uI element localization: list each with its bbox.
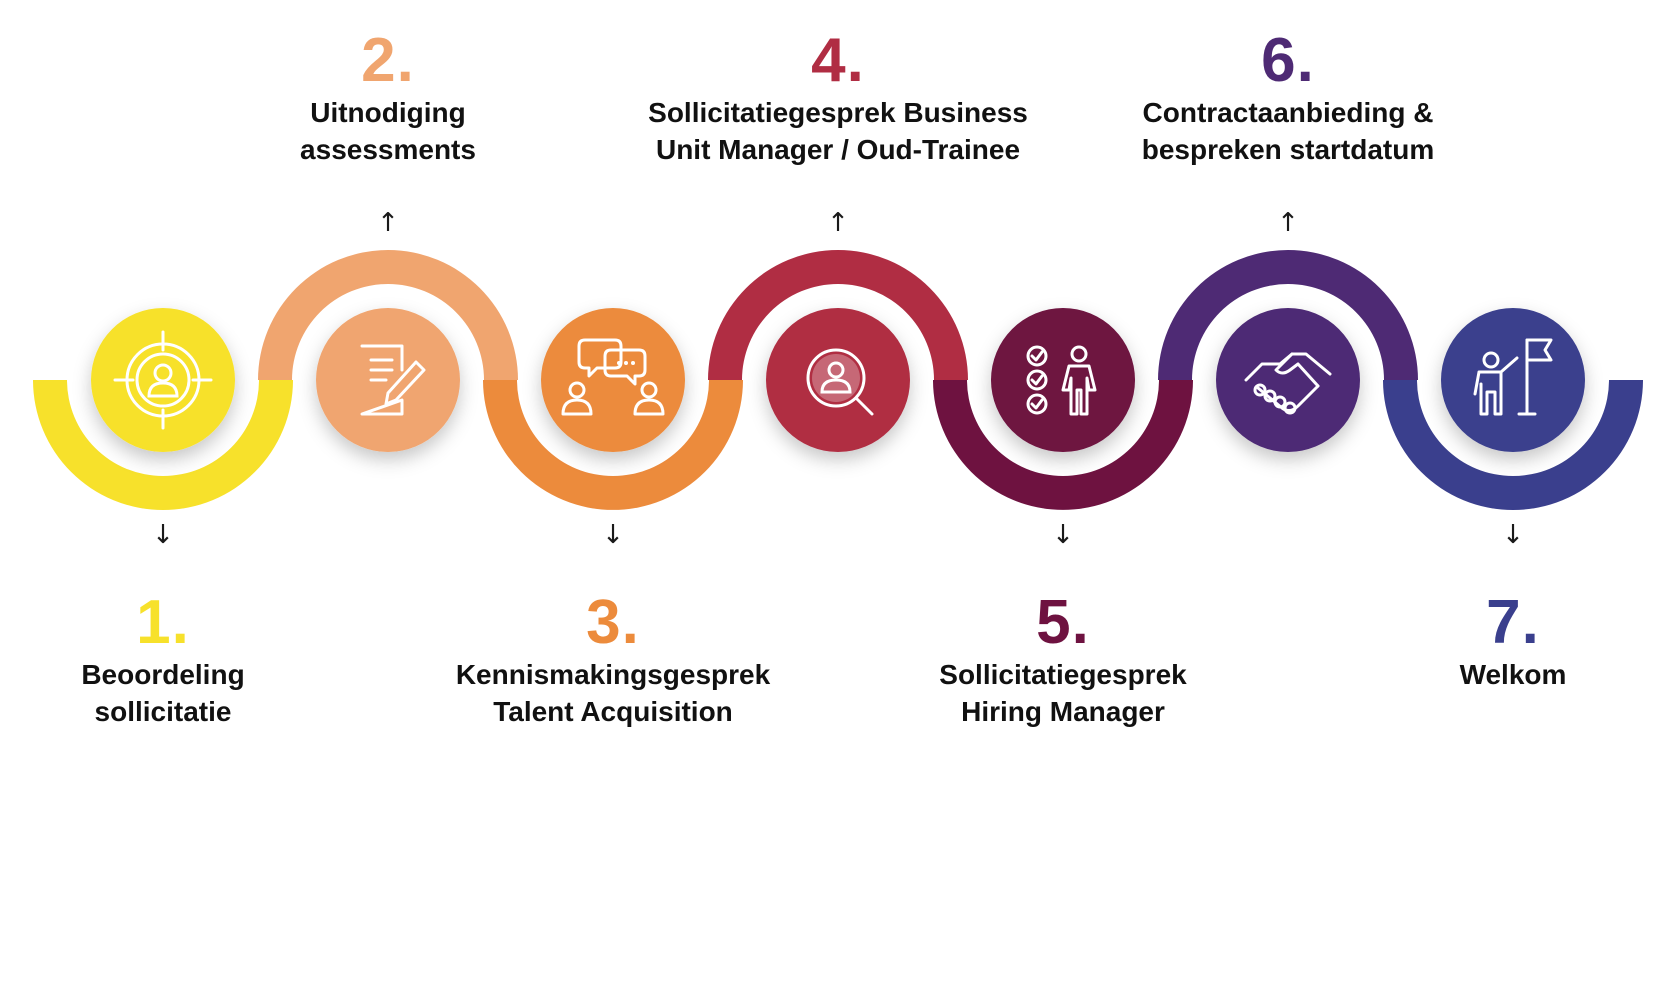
step-title: Contractaanbieding & bespreken startdatu… bbox=[1141, 97, 1435, 165]
step-6-label: 6.Contractaanbieding & bespreken startda… bbox=[1078, 28, 1498, 168]
magnifier-person-icon bbox=[806, 348, 874, 416]
step-circle-7 bbox=[1441, 308, 1585, 452]
step-number: 4. bbox=[811, 26, 865, 95]
step-circle-2 bbox=[316, 308, 460, 452]
arrow-up: ↑ bbox=[827, 208, 849, 238]
wave-segment-step-1 bbox=[33, 380, 293, 510]
arrow-down: ↓ bbox=[1502, 520, 1524, 550]
step-4-label: 4.Sollicitatiegesprek Business Unit Mana… bbox=[628, 28, 1048, 168]
arrow-down: ↓ bbox=[602, 520, 624, 550]
wave-segment-step-7 bbox=[1383, 380, 1643, 510]
wave-segment-step-6 bbox=[1158, 250, 1418, 380]
step-title: Uitnodiging assessments bbox=[300, 97, 476, 165]
step-title: Sollicitatiegesprek Hiring Manager bbox=[939, 659, 1187, 727]
arrow-down: ↓ bbox=[152, 520, 174, 550]
step-number: 6. bbox=[1261, 26, 1315, 95]
step-circle-3 bbox=[541, 308, 685, 452]
step-number: 5. bbox=[1036, 588, 1090, 657]
handshake-icon bbox=[1244, 352, 1332, 415]
wave-segment-step-5 bbox=[933, 380, 1193, 510]
person-flag-icon bbox=[1473, 338, 1553, 416]
target-person-icon bbox=[113, 330, 213, 430]
document-pen-icon bbox=[360, 344, 426, 416]
step-number: 2. bbox=[361, 26, 415, 95]
arrow-up: ↑ bbox=[1277, 208, 1299, 238]
wave-segment-step-2 bbox=[258, 250, 518, 380]
step-5-label: 5.Sollicitatiegesprek Hiring Manager bbox=[853, 590, 1273, 730]
step-number: 3. bbox=[586, 588, 640, 657]
wave-segment-step-4 bbox=[708, 250, 968, 380]
arrow-down: ↓ bbox=[1052, 520, 1074, 550]
step-title: Sollicitatiegesprek Business Unit Manage… bbox=[648, 97, 1028, 165]
step-circle-6 bbox=[1216, 308, 1360, 452]
step-circle-5 bbox=[991, 308, 1135, 452]
step-title: Beoordeling sollicitatie bbox=[81, 659, 245, 727]
step-number: 1. bbox=[136, 588, 190, 657]
checklist-person-icon bbox=[1026, 345, 1097, 416]
arrow-up: ↑ bbox=[377, 208, 399, 238]
conversation-icon bbox=[561, 338, 665, 416]
step-title: Welkom bbox=[1459, 659, 1567, 690]
step-2-label: 2.Uitnodiging assessments bbox=[178, 28, 598, 168]
step-7-label: 7.Welkom bbox=[1303, 590, 1677, 693]
step-1-label: 1.Beoordeling sollicitatie bbox=[0, 590, 373, 730]
step-number: 7. bbox=[1486, 588, 1540, 657]
step-title: Kennismakingsgesprek Talent Acquisition bbox=[455, 659, 771, 727]
step-3-label: 3.Kennismakingsgesprek Talent Acquisitio… bbox=[403, 590, 823, 730]
wave-segment-step-3 bbox=[483, 380, 743, 510]
